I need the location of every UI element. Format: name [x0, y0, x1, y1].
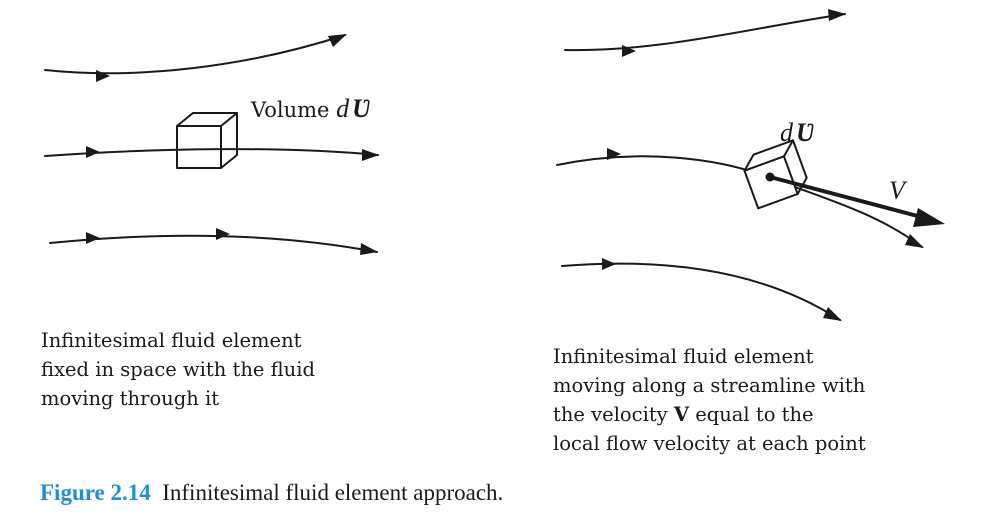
left-streamline-bottom: [49, 228, 378, 255]
left-panel-caption: Infinitesimal fluid element fixed in spa…: [41, 326, 315, 413]
left-caption-line: fixed in space with the fluid: [41, 358, 315, 381]
right-streamline-bottom-end-arrow: [823, 307, 842, 321]
left-streamline-middle-mid-arrow: [86, 146, 100, 158]
left-streamline-top: [44, 34, 347, 82]
right-caption-text: equal to the: [689, 403, 814, 426]
figure-caption: Figure 2.14 Infinitesimal fluid element …: [40, 480, 503, 506]
left-streamline-top-mid-arrow: [96, 70, 110, 82]
right-streamline-top: [564, 9, 846, 57]
right-caption-line: the velocity V equal to the: [553, 400, 866, 429]
right-streamline-middle-mid-arrow: [607, 148, 621, 160]
right-caption-text: the velocity: [553, 403, 674, 426]
left-streamline-bottom-mid-arrow-2: [216, 228, 230, 240]
left-caption-line: Infinitesimal fluid element: [41, 329, 302, 352]
left-streamline-middle-end-arrow: [362, 149, 379, 161]
left-caption-line: moving through it: [41, 387, 220, 410]
right-streamline-bottom-mid-arrow: [602, 258, 616, 270]
right-caption-line: moving along a streamline with: [553, 374, 866, 397]
right-streamline-middle-end-arrow: [905, 234, 924, 248]
left-streamline-middle: [44, 146, 379, 161]
right-caption-line: local flow velocity at each point: [553, 432, 866, 455]
figure-caption-text: Infinitesimal fluid element approach.: [162, 480, 504, 505]
right-caption-velocity-symbol: V: [673, 403, 690, 426]
right-streamline-top-mid-arrow: [622, 45, 636, 57]
left-streamline-bottom-end-arrow: [360, 243, 378, 255]
moving-fluid-element-cube: [743, 139, 808, 210]
fixed-fluid-element-cube: [176, 112, 238, 169]
right-caption-line: Infinitesimal fluid element: [553, 345, 814, 368]
velocity-vector-arrow: [768, 175, 945, 227]
figure-number: Figure 2.14: [40, 480, 151, 505]
velocity-vector-arrowhead: [913, 208, 945, 227]
right-panel-caption: Infinitesimal fluid element moving along…: [553, 342, 866, 458]
velocity-label: V: [889, 176, 908, 205]
right-streamline-top-end-arrow: [828, 9, 846, 21]
left-streamline-top-end-arrow: [328, 34, 347, 47]
right-streamline-middle: [556, 148, 924, 248]
left-streamline-bottom-mid-arrow: [86, 232, 100, 244]
right-streamline-bottom: [561, 258, 842, 321]
